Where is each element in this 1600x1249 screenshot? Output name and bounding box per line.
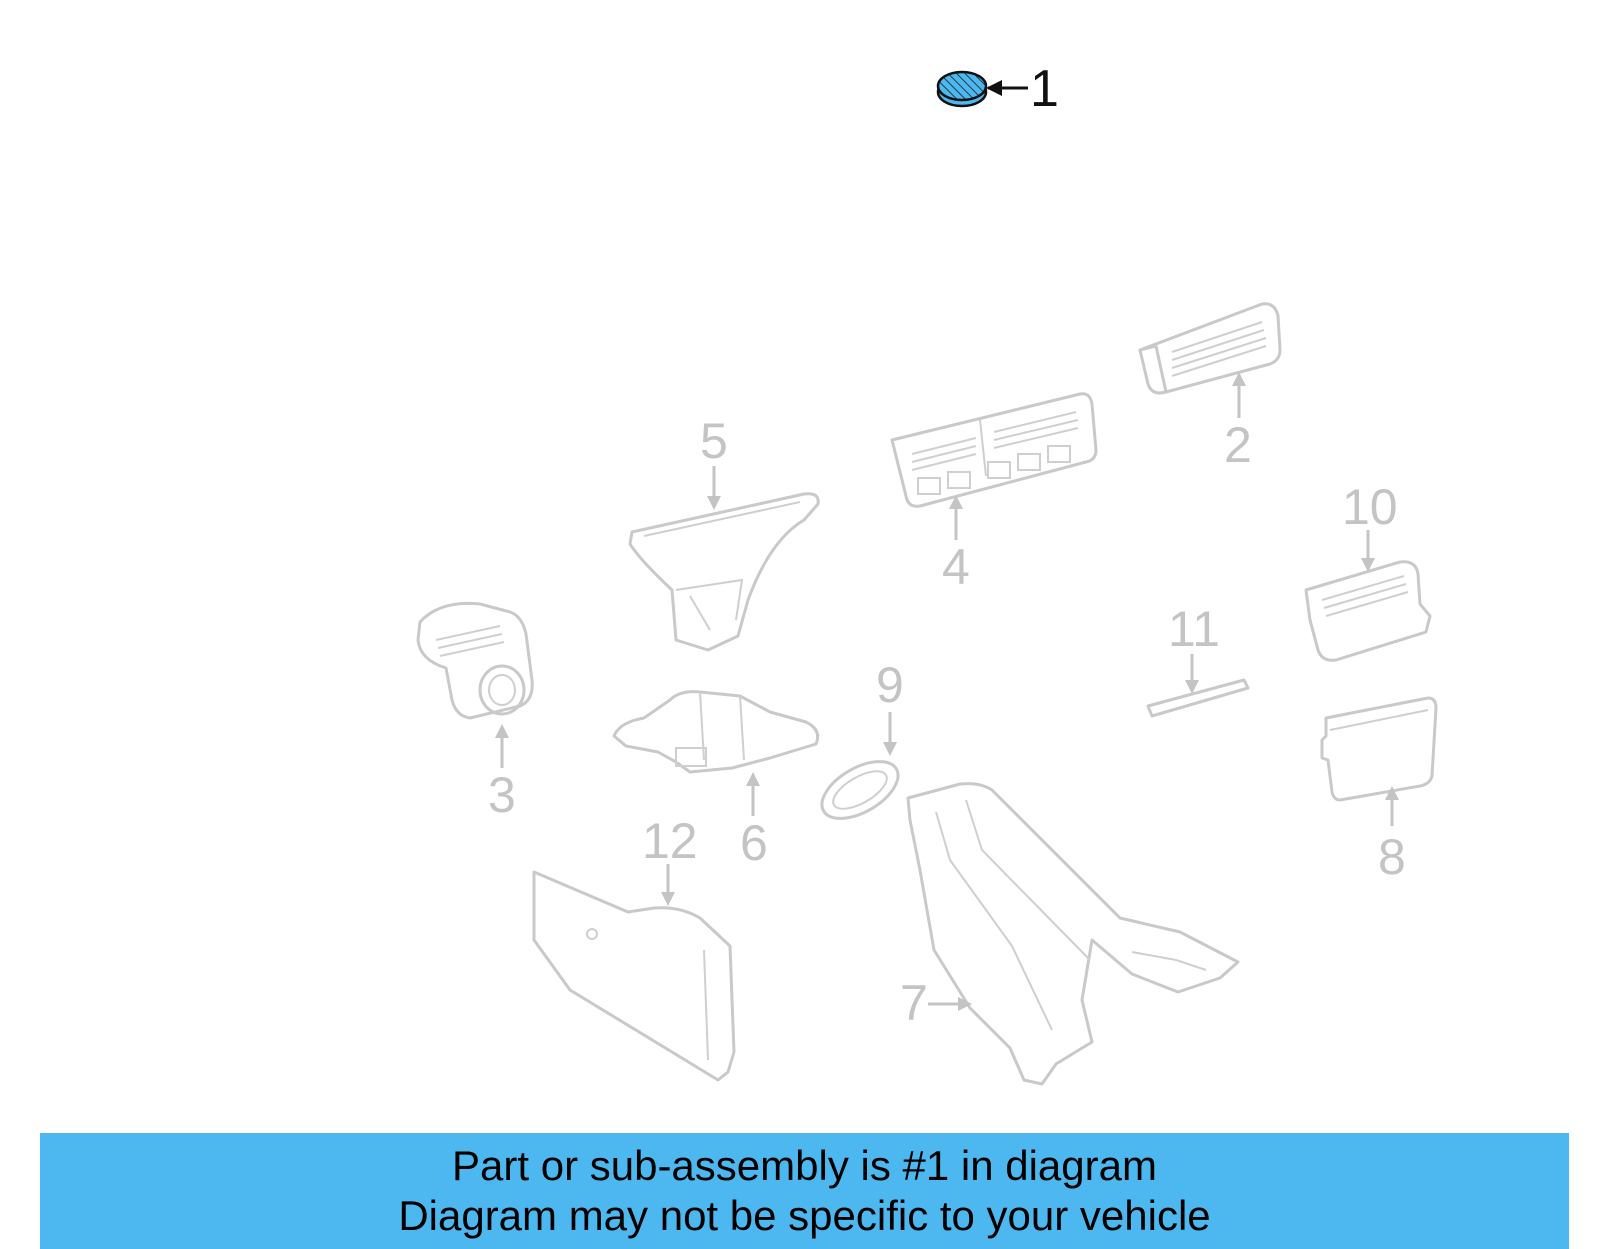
part-3-left-vent xyxy=(416,601,534,720)
callout-label-3: 3 xyxy=(488,767,516,823)
callout-10: 10 xyxy=(1342,479,1398,572)
part-9-grommet xyxy=(820,760,900,820)
callout-5: 5 xyxy=(700,413,728,510)
part-2-side-vent xyxy=(1138,302,1282,395)
callout-label-10: 10 xyxy=(1342,479,1398,535)
part-4-center-vent xyxy=(890,392,1098,508)
banner-line-2: Diagram may not be specific to your vehi… xyxy=(398,1192,1211,1239)
callout-label-11: 11 xyxy=(1168,601,1220,657)
part-6-lower-duct xyxy=(612,690,820,774)
part-11-strip xyxy=(1146,678,1250,718)
callout-11: 11 xyxy=(1168,601,1220,694)
callout-label-7: 7 xyxy=(900,975,928,1031)
callout-3: 3 xyxy=(488,724,516,823)
callout-4: 4 xyxy=(942,495,970,595)
part-5-upper-duct xyxy=(628,492,820,652)
callout-label-8: 8 xyxy=(1378,829,1406,885)
part-10-rear-vent xyxy=(1304,560,1432,662)
part-8-box-duct xyxy=(1320,696,1438,802)
callout-label-2: 2 xyxy=(1224,417,1252,473)
part-7-floor-duct xyxy=(906,782,1240,1086)
part-12-side-panel xyxy=(532,870,736,1082)
callout-12: 12 xyxy=(642,813,698,906)
callout-7: 7 xyxy=(900,975,972,1031)
callout-label-5: 5 xyxy=(700,413,728,469)
callout-6: 6 xyxy=(740,772,768,871)
callout-label-6: 6 xyxy=(740,815,768,871)
callout-label-12: 12 xyxy=(642,813,698,869)
part-1-highlighted[interactable]: 1 xyxy=(936,60,1059,118)
info-banner: Part or sub-assembly is #1 in diagram Di… xyxy=(40,1133,1569,1249)
callout-label-4: 4 xyxy=(942,539,970,595)
banner-line-1: Part or sub-assembly is #1 in diagram xyxy=(452,1142,1157,1189)
callout-9: 9 xyxy=(876,657,904,756)
callout-label-1: 1 xyxy=(1030,60,1059,118)
callout-2: 2 xyxy=(1224,372,1252,473)
callout-8: 8 xyxy=(1378,786,1406,885)
callout-label-9: 9 xyxy=(876,657,904,713)
